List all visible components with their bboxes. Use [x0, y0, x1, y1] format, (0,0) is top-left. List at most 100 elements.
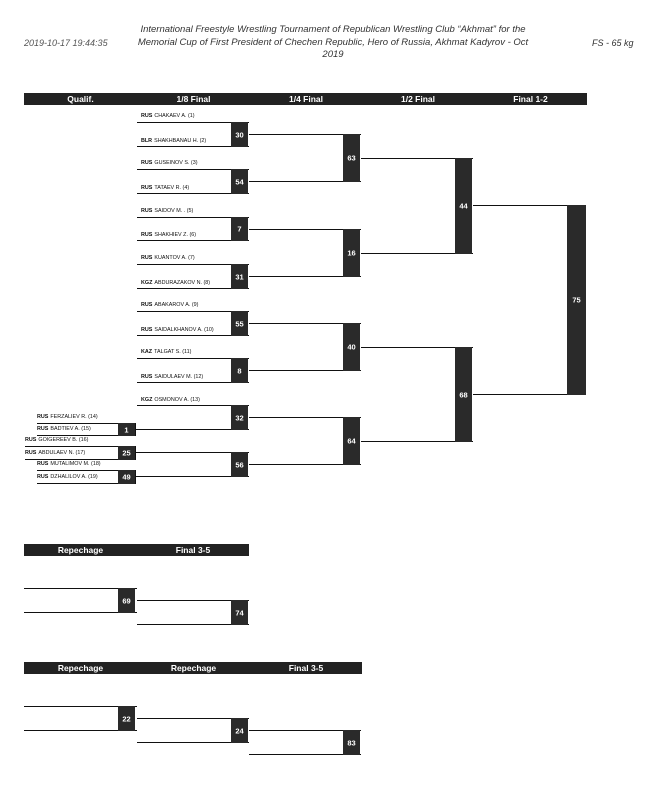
bracket-line: [137, 742, 249, 744]
bout-number: 56: [235, 460, 244, 469]
bout-box[interactable]: 69: [118, 588, 135, 613]
bracket-line: [137, 288, 249, 290]
round-label: Final 1-2: [513, 94, 548, 104]
bout-box[interactable]: 55: [231, 311, 248, 336]
bracket-line: [24, 588, 137, 590]
bout-box[interactable]: 74: [231, 600, 248, 625]
bracket-line: [24, 730, 137, 732]
bout-box[interactable]: 24: [231, 718, 248, 743]
bracket-line: [249, 417, 361, 419]
bout-box[interactable]: 22: [118, 706, 135, 731]
bout-number: 49: [122, 472, 131, 482]
bout-number: 44: [459, 201, 468, 211]
bout-box[interactable]: 83: [343, 730, 360, 755]
bout-box[interactable]: 64: [343, 417, 360, 465]
bracket-line: [137, 405, 249, 407]
bracket-line: [361, 253, 473, 255]
wrestler-name: ABDULAEV N. (17): [38, 450, 86, 456]
bracket-line: [473, 205, 586, 207]
wrestler-name: KUANTOV A. (7): [154, 255, 195, 261]
country-code: RUS: [25, 450, 37, 456]
bout-number: 31: [235, 272, 244, 281]
round-label: Repechage: [57, 545, 104, 555]
bracket-line: [361, 158, 473, 160]
bracket-line: [137, 600, 249, 602]
repechage2-header-bar: Repechage Repechage Final 3-5: [24, 662, 362, 674]
country-code: RUS: [141, 160, 153, 166]
bout-number: 8: [237, 366, 242, 375]
bout-number: 24: [235, 726, 244, 735]
wrestler-name: FERZALIEV R. (14): [50, 414, 98, 420]
round-label: 1/8 Final: [176, 94, 211, 104]
country-code: KAZ: [141, 349, 153, 355]
bracket-line: [249, 370, 361, 372]
bout-box[interactable]: 40: [343, 323, 360, 371]
bout-number: 75: [572, 295, 581, 305]
country-code: BLR: [141, 138, 153, 144]
country-code: RUS: [141, 208, 153, 214]
tournament-title: International Freestyle Wrestling Tourna…: [128, 24, 538, 62]
round-label: Repechage: [170, 663, 217, 673]
bracket-line: [24, 612, 137, 614]
bout-number: 74: [235, 608, 244, 617]
wrestler-name: TATAEV R. (4): [154, 185, 190, 191]
bout-box[interactable]: 68: [455, 347, 472, 442]
wrestler-name: GOIGEREEV B. (16): [38, 437, 89, 443]
bracket-line: [25, 446, 135, 448]
bracket-line: [135, 476, 249, 478]
bout-box[interactable]: 44: [455, 158, 472, 254]
bout-box[interactable]: 16: [343, 229, 360, 277]
bout-number: 64: [347, 436, 356, 446]
wrestler-name: GUSEINOV S. (3): [154, 160, 198, 166]
bout-box[interactable]: 56: [231, 452, 248, 477]
bracket-line: [135, 429, 249, 431]
bout-box[interactable]: 25: [118, 446, 135, 460]
country-code: RUS: [37, 474, 49, 480]
bracket-line: [473, 394, 586, 396]
country-code: RUS: [141, 185, 153, 191]
bout-box[interactable]: 54: [231, 169, 248, 194]
country-code: RUS: [141, 232, 153, 238]
title-line: International Freestyle Wrestling Tourna…: [140, 24, 526, 35]
bout-number: 55: [235, 319, 244, 328]
country-code: RUS: [141, 374, 153, 380]
bout-number: 68: [459, 390, 468, 399]
bout-number: 1: [124, 425, 129, 434]
bout-box[interactable]: 1: [118, 423, 135, 436]
bout-box[interactable]: 31: [231, 264, 248, 289]
bout-box[interactable]: 7: [231, 217, 248, 241]
bracket-line: [361, 347, 473, 349]
country-code: KGZ: [141, 397, 153, 403]
wrestler-name: SHAKHIEV Z. (6): [154, 232, 197, 238]
bracket-line: [249, 730, 361, 732]
bout-box[interactable]: 8: [231, 358, 248, 383]
wrestler-name: ABAKAROV A. (9): [154, 302, 199, 308]
bout-box[interactable]: 30: [231, 122, 248, 147]
bout-box[interactable]: 32: [231, 405, 248, 430]
bout-box[interactable]: 63: [343, 134, 360, 182]
bracket-line: [137, 335, 249, 337]
wrestler-name: OSMONOV A. (13): [154, 397, 200, 403]
final-bout-box[interactable]: 75: [567, 205, 586, 395]
bout-box[interactable]: 49: [118, 470, 135, 484]
bracket-line: [137, 146, 249, 148]
